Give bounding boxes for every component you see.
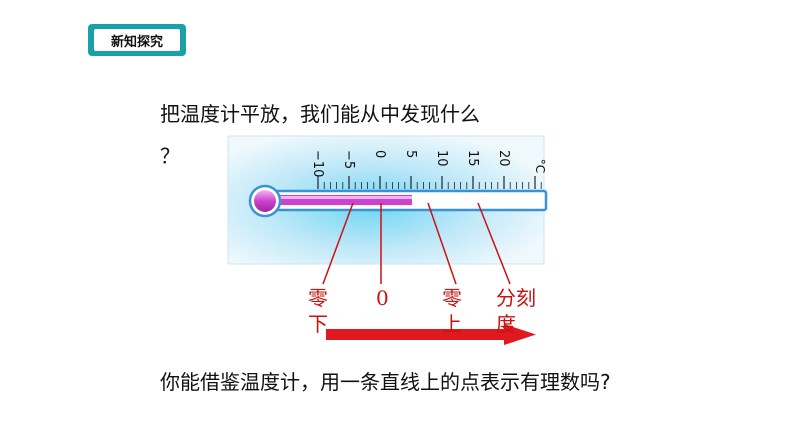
scale-label: −5 bbox=[341, 150, 356, 169]
number-line-arrow-shaft bbox=[326, 329, 506, 340]
scale-label: 10 bbox=[434, 150, 449, 167]
label-division-1: 分刻 bbox=[496, 286, 536, 310]
number-line-arrow-head bbox=[504, 324, 536, 345]
label-above-zero-2: 上 bbox=[442, 312, 462, 336]
section-tag-label: 新知探究 bbox=[94, 29, 180, 51]
mercury-column bbox=[270, 195, 412, 205]
pointer-below-zero bbox=[322, 202, 354, 285]
scale-label: 15 bbox=[465, 150, 480, 167]
question-text-2: 你能借鉴温度计，用一条直线上的点表示有理数吗? bbox=[160, 370, 611, 394]
label-above-zero-1: 零 bbox=[442, 286, 462, 310]
label-division-2: 度 bbox=[496, 312, 516, 336]
scale-label: 0 bbox=[372, 150, 387, 158]
scale-label: −10 bbox=[310, 150, 325, 177]
question-text-1-mark: ？ bbox=[160, 144, 180, 168]
scale-label: 20 bbox=[496, 150, 511, 167]
label-zero: 0 bbox=[376, 286, 389, 310]
scale-ticks bbox=[317, 176, 542, 189]
question-text-1: 把温度计平放，我们能从中发现什么 bbox=[160, 102, 480, 126]
section-tag: 新知探究 bbox=[88, 24, 186, 56]
pointer-above-zero bbox=[427, 202, 457, 285]
unit-label: °C bbox=[533, 159, 547, 173]
scale-labels: −10 −5 0 5 10 15 20 bbox=[310, 150, 511, 177]
label-below-zero-1: 零 bbox=[308, 286, 328, 310]
pointer-division bbox=[477, 202, 511, 285]
scale-label: 5 bbox=[403, 150, 418, 158]
label-below-zero-2: 下 bbox=[308, 312, 328, 336]
